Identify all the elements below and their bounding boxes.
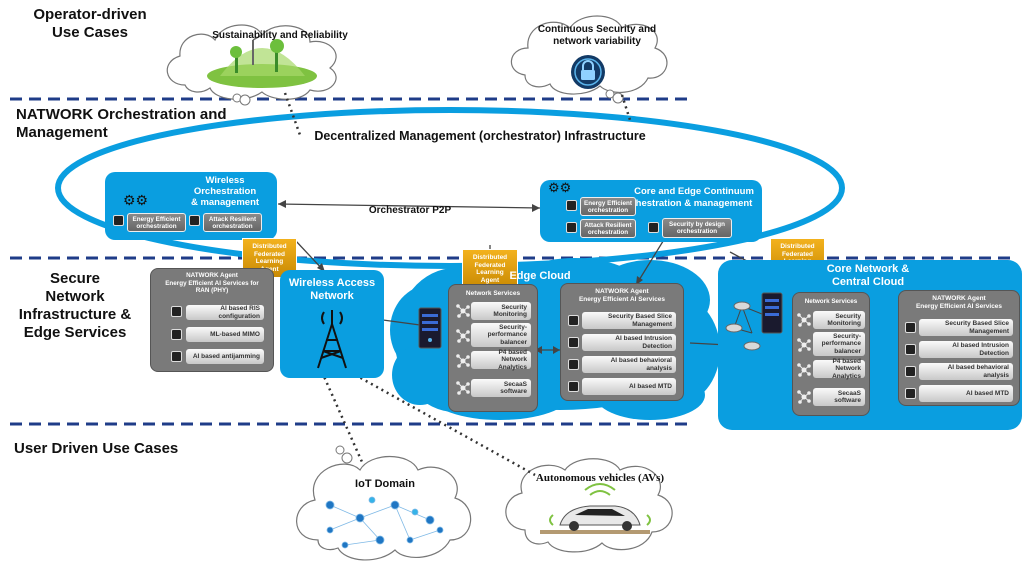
behavioral-analysis-item: AI based behavioral analysis <box>919 363 1013 380</box>
chip-icon <box>905 344 916 355</box>
behavioral-analysis-item: AI based behavioral analysis <box>582 356 676 373</box>
network-node-icon <box>456 304 470 318</box>
wireless-access-network-box: Wireless Access Network <box>280 270 384 378</box>
core-ai-agent-title: NATWORK Agent Energy Efficient AI Servic… <box>915 295 1003 310</box>
antijamming-item: AI based antijamming <box>186 349 264 364</box>
chip-icon <box>568 337 579 348</box>
mtd-item: AI based MTD <box>582 378 676 395</box>
chip-icon <box>648 222 659 233</box>
network-node-icon <box>797 338 811 352</box>
network-services-title: Network Services <box>804 298 858 305</box>
thought-bubbles <box>232 89 624 464</box>
chip-icon <box>568 359 579 370</box>
core-ai-agent-box: NATWORK Agent Energy Efficient AI Servic… <box>898 290 1020 406</box>
mtd-item: AI based MTD <box>919 385 1013 402</box>
dotted-links <box>283 92 632 477</box>
server-icon <box>418 307 442 349</box>
network-node-icon <box>797 390 811 404</box>
p4-network-analytics-item: P4 based Network Analytics <box>471 349 531 371</box>
edge-network-services-box: Network Services Security Monitoring Sec… <box>448 284 538 412</box>
chip-icon <box>905 388 916 399</box>
core-network-title: Core Network & Central Cloud <box>826 263 910 288</box>
edge-ai-agent-box: NATWORK Agent Energy Efficient AI Servic… <box>560 283 684 401</box>
edge-ai-agent-title: NATWORK Agent Energy Efficient AI Servic… <box>578 288 666 303</box>
orchestrator-ring <box>55 107 845 269</box>
attack-resilient-orchestration-item: Attack Resilient orchestration <box>203 213 262 232</box>
cloud-iot-shape <box>296 456 472 561</box>
section-operator-driven: Operator-driven Use Cases <box>33 6 147 41</box>
chip-icon <box>905 322 916 333</box>
chip-icon <box>568 315 579 326</box>
core-network-services-box: Network Services Security Monitoring Sec… <box>792 292 870 416</box>
slice-management-item: Security Based Slice Management <box>919 319 1013 336</box>
section-secure-network: Secure Network Infrastructure & Edge Ser… <box>18 270 132 341</box>
network-services-title: Network Services <box>465 290 521 297</box>
secaas-software-item: SecaaS software <box>813 388 865 406</box>
iot-network-icon <box>325 496 444 549</box>
cloud-sustainability-label: Sustainability and Reliability <box>212 30 348 41</box>
security-performance-balancer-item: Security- performance balancer <box>813 332 865 356</box>
router-cluster-icon <box>725 292 783 351</box>
ris-configuration-item: AI based RIS configuration <box>186 305 264 320</box>
secaas-software-item: SecaaS software <box>471 379 531 397</box>
ran-agent-title: NATWORK Agent Energy Efficient AI Servic… <box>165 272 259 294</box>
cloud-iot-label: IoT Domain <box>355 478 415 490</box>
chip-icon <box>171 329 182 340</box>
cloud-av-label: Autonomous vehicles (AVs) <box>535 472 665 484</box>
intrusion-detection-item: AI based Intrusion Detection <box>919 341 1013 358</box>
cloud-security-label: Continuous Security and network variabil… <box>537 24 657 47</box>
ran-agent-box: NATWORK Agent Energy Efficient AI Servic… <box>150 268 274 372</box>
wireless-orchestration-box: Wireless Orchestration & management ⚙⚙ E… <box>105 172 277 240</box>
gears-icon: ⚙⚙ <box>548 180 572 195</box>
wireless-access-network-title: Wireless Access Network <box>288 277 376 302</box>
dfl-agent-edge: Distributed Federated Learning Agent <box>462 249 518 289</box>
network-node-icon <box>456 329 470 343</box>
security-monitoring-item: Security Monitoring <box>813 311 865 329</box>
chip-icon <box>189 215 200 226</box>
chip-icon <box>566 200 577 211</box>
network-node-icon <box>456 354 470 368</box>
wireless-orchestration-title: Wireless Orchestration & management <box>190 175 260 208</box>
network-node-icon <box>797 363 811 377</box>
p4-network-analytics-item: P4 based Network Analytics <box>813 358 865 380</box>
attack-resilient-orchestration-item: Attack Resilient orchestration <box>580 219 636 238</box>
lock-icon <box>571 55 605 89</box>
chip-icon <box>568 381 579 392</box>
orchestrator-title: Decentralized Management (orchestrator) … <box>314 129 646 143</box>
section-user-driven: User Driven Use Cases <box>14 440 179 457</box>
energy-efficient-orchestration-item: Energy Efficient orchestration <box>580 197 636 216</box>
section-orchestration: NATWORK Orchestration and Management <box>16 106 227 141</box>
network-node-icon <box>797 313 811 327</box>
earth-icon <box>207 34 317 88</box>
chip-icon <box>113 215 124 226</box>
edge-cloud-title: Edge Cloud <box>509 270 571 282</box>
chip-icon <box>171 306 182 317</box>
chip-icon <box>566 222 577 233</box>
antenna-tower-icon <box>317 310 347 369</box>
chip-icon <box>905 366 916 377</box>
intrusion-detection-item: AI based Intrusion Detection <box>582 334 676 351</box>
core-edge-orchestration-title: Core and Edge Continuum hestration & man… <box>634 186 754 209</box>
security-monitoring-item: Security Monitoring <box>471 302 531 320</box>
core-edge-orchestration-box: Core and Edge Continuum hestration & man… <box>540 180 762 242</box>
security-by-design-orchestration-item: Security by design orchestration <box>662 218 732 238</box>
energy-efficient-orchestration-item: Energy Efficient orchestration <box>127 213 186 232</box>
gears-icon: ⚙⚙ <box>123 192 149 208</box>
network-node-icon <box>456 381 470 395</box>
car-icon <box>540 483 651 534</box>
orchestrator-p2p-label: Orchestrator P2P <box>368 205 452 216</box>
ml-mimo-item: ML-based MIMO <box>186 327 264 342</box>
security-performance-balancer-item: Security- performance balancer <box>471 323 531 347</box>
arrow-heads <box>278 200 898 356</box>
chip-icon <box>171 351 182 362</box>
slice-management-item: Security Based Slice Management <box>582 312 676 329</box>
